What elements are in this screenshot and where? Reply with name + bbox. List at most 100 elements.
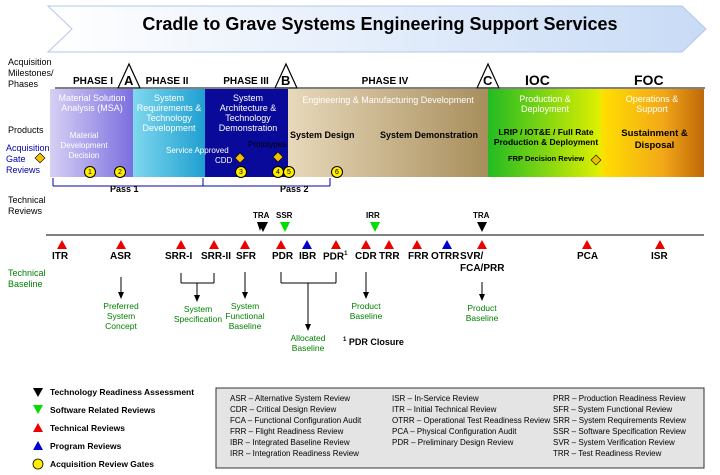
prototypes-text: Prototypes [248,140,287,149]
pca-triangle [582,240,592,249]
cdd-text: CDD [215,156,233,165]
milestone-a: A [124,73,134,88]
emd-text: Engineering & Manufacturing Development [302,95,474,105]
irr-label: IRR [366,211,380,220]
milestone-b-triangle [274,62,298,89]
cdr-label: CDR [355,251,377,262]
acronym-item: ITR – Initial Technical Review [392,405,497,414]
sfr-label: SFR [236,251,256,262]
isr-label: ISR [651,251,668,262]
milestone-c: C [483,73,493,88]
acronym-item: PRR – Production Readiness Review [553,394,686,403]
milestones-label: Acquisition Milestones/ Phases [8,57,54,89]
mdd-diamond [34,152,46,164]
pd-bar [488,89,601,177]
gate-6: 6 [331,166,343,178]
tra2-triangle [477,222,487,232]
pca-label: PCA [577,251,599,262]
pdr-triangle [276,240,286,249]
tra1-shape [258,222,268,232]
acronym-box [215,387,705,469]
msa-bar [50,89,133,177]
acronym-item: PCA – Physical Configuration Audit [392,427,517,436]
srr1-triangle [176,240,186,249]
acronym-item: PDR – Preliminary Design Review [392,438,514,447]
legend-program-symbol [33,441,43,450]
ssr-triangle [280,222,290,232]
srr2-triangle [209,240,219,249]
acronym-item: FRR – Flight Readiness Review [230,427,344,436]
otrr-triangle [442,240,452,249]
lrip-text: LRIP / IOT&E / Full Rate Production & De… [493,127,599,147]
ibr-triangle [302,240,312,249]
baseline-concept: Preferred System Concept [103,301,139,331]
ibr-label: IBR [299,251,317,262]
mdd-text: Material Development Decision [60,131,108,160]
frp-text: FRP Decision Review [508,154,585,163]
emd-bar [288,89,488,177]
pdr-closure-note: 1 PDR Closure [343,337,404,347]
legend-program: Program Reviews [50,441,122,451]
svr-label: SVR/ FCA/PRR [460,251,505,274]
srr1-label: SRR-I [165,251,193,262]
pdr1-label: PDR1 [323,251,348,263]
acronym-item: ISR – In-Service Review [392,394,479,403]
pass-2-label: Pass 2 [280,184,309,194]
legend-tech: Technical Reviews [50,423,125,433]
gate-3: 3 [235,166,247,178]
irr-triangle [370,222,380,232]
prod-deploy-text: Production & Deployment [519,94,571,114]
phase-3-label: PHASE III [223,76,269,87]
system-demo-text: System Demonstration [380,130,479,140]
legend-tra-symbol [33,388,43,397]
acronym-item: SFR – System Functional Review [553,405,673,414]
frr-triangle [412,240,422,249]
trr-label: TRR [379,251,400,262]
acronym-item: IRR – Integration Readiness Review [230,449,359,458]
gate-reviews-label: Acquisition Gate Reviews [6,143,50,175]
cdr-triangle [361,240,371,249]
otrr-label: OTRR [431,251,460,262]
pass-1-label: Pass 1 [110,184,139,194]
acronym-item: OTRR – Operational Test Readiness Review [392,416,551,425]
asr-label: ASR [110,251,132,262]
technical-baseline-label: Technical Baseline [8,268,46,289]
legend-tra: Technology Readiness Assessment [50,387,195,397]
cdd-diamond [234,152,246,164]
foc-label: FOC [634,72,664,88]
pdr-label: PDR [272,251,294,262]
frp-diamond [590,154,602,166]
acronym-item: CDR – Critical Design Review [230,405,337,414]
proto-diamond [272,151,284,163]
msa-text: Material Solution Analysis (MSA) [58,93,126,113]
legend-sw: Software Related Reviews [50,405,156,415]
milestone-c-triangle [476,62,500,89]
isr-triangle [655,240,665,249]
itr-label: ITR [52,251,69,262]
tra1-label: TRA [253,211,270,220]
baseline-product-2: Product Baseline [465,303,499,323]
legend-sw-symbol [33,405,43,414]
itr-triangle [57,240,67,249]
baseline-spec: System Specification [173,304,223,324]
acronym-item: ASR – Alternative System Review [230,394,351,403]
technical-reviews-label: Technical Reviews [8,195,46,216]
acronym-item: TRR – Test Readiness Review [553,449,662,458]
baseline-allocated: Allocated Baseline [290,333,326,353]
acronym-item: SVR – System Verification Review [553,438,675,447]
srtd-bar [133,89,205,177]
pdr1-triangle [331,240,341,249]
acronym-item: SRR – System Requirements Review [553,416,686,425]
trr-triangle [384,240,394,249]
system-design-text: System Design [290,130,355,140]
baseline-functional: System Functional Baseline [225,301,265,331]
ops-support-text: Operations & Support [625,94,679,114]
service-approved-text: Service Approved [166,146,229,155]
milestone-b: B [281,73,291,88]
milestone-a-triangle [117,62,141,89]
legend-gate-symbol [32,458,44,470]
srtd-text: System Requirements & Technology Develop… [136,93,202,133]
